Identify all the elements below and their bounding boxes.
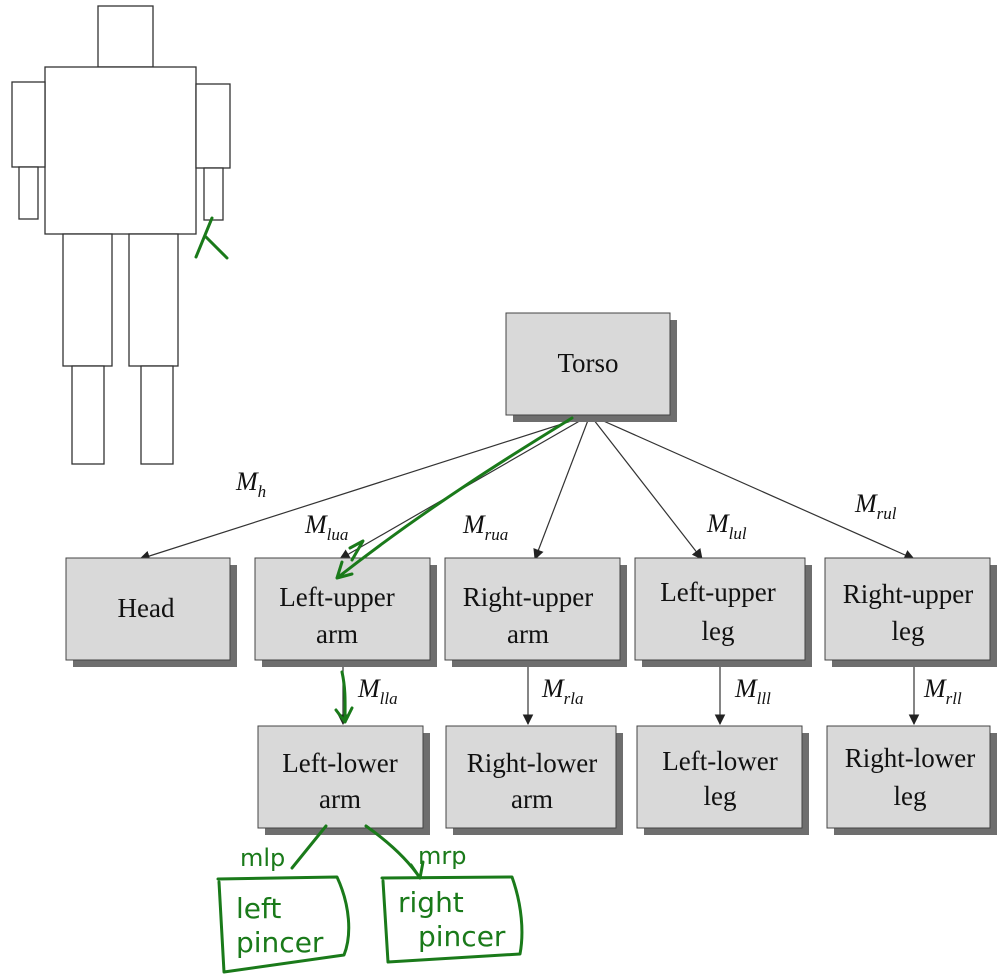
- robot-left-lower-leg: [71, 365, 105, 465]
- hand-text-left-pincer-1: left: [236, 892, 281, 925]
- edge-label-right-lower-leg: Mrll: [923, 674, 962, 708]
- hand-box-left-pincer: [216, 875, 351, 974]
- robot-figure: [11, 5, 231, 465]
- hand-box-right-pincer: [380, 875, 524, 964]
- edge-torso-right-upper-arm: [533, 414, 591, 561]
- node-left-lower-arm-label: Left-lower: [282, 748, 397, 778]
- robot-right-lower-arm: [203, 167, 224, 221]
- node-right-lower-arm-label-2: arm: [511, 784, 553, 814]
- edge-label-left-upper-arm: Mlua: [304, 510, 348, 544]
- node-right-upper-leg-label-2: leg: [892, 616, 925, 646]
- node-left-lower-arm: Left-lower arm: [257, 725, 430, 835]
- edge-label-left-upper-leg: Mlul: [706, 509, 747, 543]
- node-left-upper-arm-label-2: arm: [316, 619, 358, 649]
- node-right-lower-leg-label-2: leg: [894, 781, 927, 811]
- edge-label-right-upper-arm: Mrua: [462, 510, 508, 544]
- hand-arrow-left-upper-arm-to-lower: [334, 670, 354, 724]
- hand-label-mlp: mlp: [240, 844, 285, 872]
- node-left-upper-arm: Left-upper arm: [254, 557, 437, 667]
- node-left-upper-leg-label-2: leg: [702, 616, 735, 646]
- node-right-upper-arm: Right-upper arm: [444, 557, 627, 667]
- edge-label-right-lower-arm: Mrla: [541, 674, 584, 708]
- node-head: Head: [65, 557, 237, 667]
- robot-left-upper-leg: [62, 233, 113, 367]
- hand-arrow-torso-to-left-upper-arm: [335, 416, 574, 580]
- handwritten-annotations: [216, 416, 574, 974]
- node-right-upper-leg-label: Right-upper: [843, 579, 973, 609]
- robot-left-upper-arm: [11, 81, 46, 168]
- node-right-lower-leg-label: Right-lower: [845, 743, 975, 773]
- node-left-upper-leg-label: Left-upper: [660, 577, 775, 607]
- node-left-lower-leg-label-2: leg: [704, 781, 737, 811]
- node-right-lower-arm-label: Right-lower: [467, 748, 597, 778]
- node-right-upper-arm-label: Right-upper: [463, 582, 593, 612]
- robot-right-lower-leg: [140, 365, 174, 465]
- edge-torso-right-upper-leg: [589, 414, 915, 560]
- hand-edge-left-pincer: [290, 824, 328, 870]
- robot-right-upper-arm: [195, 83, 231, 169]
- node-left-lower-arm-label-2: arm: [319, 784, 361, 814]
- edge-label-right-upper-leg: Mrul: [854, 489, 897, 523]
- node-left-upper-leg: Left-upper leg: [634, 557, 812, 667]
- edge-label-left-lower-leg: Mlll: [734, 674, 771, 708]
- node-left-upper-arm-label: Left-upper: [279, 582, 394, 612]
- robot-torso: [44, 66, 197, 235]
- node-right-upper-arm-label-2: arm: [507, 619, 549, 649]
- edge-torso-head: [138, 414, 591, 562]
- robot-pincer-sketch: [194, 216, 229, 260]
- hand-squiggle-near-mlua: [348, 539, 365, 562]
- hand-text-left-pincer-2: pincer: [236, 926, 324, 959]
- node-left-lower-leg-label: Left-lower: [662, 746, 777, 776]
- hand-text-right-pincer-2: pincer: [418, 920, 506, 953]
- edge-label-left-lower-arm: Mlla: [357, 674, 398, 708]
- robot-left-lower-arm: [18, 166, 39, 220]
- node-left-lower-leg: Left-lower leg: [636, 725, 809, 835]
- edge-torso-left-upper-leg: [589, 414, 703, 560]
- robot-right-upper-leg: [128, 233, 179, 367]
- hand-text-right-pincer-1: right: [398, 886, 464, 919]
- node-right-upper-leg: Right-upper leg: [824, 557, 997, 667]
- node-torso: Torso: [505, 312, 677, 422]
- robot-head: [97, 5, 154, 68]
- node-right-lower-leg: Right-lower leg: [826, 725, 997, 835]
- node-torso-label: Torso: [557, 348, 618, 378]
- hand-edge-right-pincer: [364, 824, 425, 880]
- node-head-label: Head: [118, 593, 175, 623]
- edge-label-head: Mh: [235, 467, 266, 501]
- node-right-lower-arm: Right-lower arm: [445, 725, 623, 835]
- hand-label-mrp: mrp: [418, 842, 466, 870]
